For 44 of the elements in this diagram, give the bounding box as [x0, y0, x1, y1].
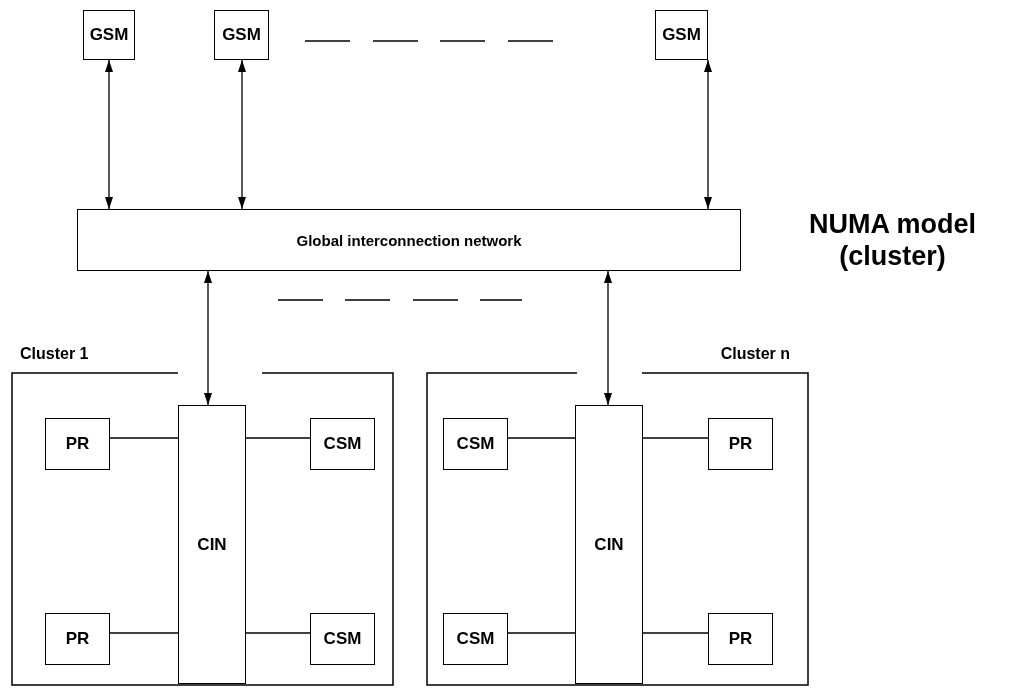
component-box: [214, 10, 269, 60]
component-box: [178, 405, 246, 684]
connector-line: [245, 437, 311, 439]
component-box: [310, 418, 375, 470]
connector-line: [245, 632, 311, 634]
node-label: CSM: [456, 434, 495, 454]
double-arrow: [604, 270, 612, 406]
component-box: [575, 405, 643, 684]
node-label: CSM: [323, 434, 362, 454]
node-label: GSM: [222, 25, 261, 45]
double-arrow: [105, 59, 113, 210]
double-arrow: [704, 59, 712, 210]
component-box: [310, 613, 375, 665]
network-box: [77, 209, 741, 271]
diagram-label: NUMA model (cluster): [808, 208, 977, 273]
node-label: CIN: [197, 534, 227, 555]
component-box: [443, 613, 508, 665]
component-box: [45, 418, 110, 470]
node-label: Global interconnection network: [296, 231, 522, 249]
node-label: CIN: [594, 534, 624, 555]
node-label: PR: [728, 434, 753, 454]
cluster-title: Cluster 1: [20, 345, 89, 363]
component-box: [708, 418, 773, 470]
connector-line: [507, 632, 576, 634]
node-label: PR: [65, 629, 90, 649]
connector-line: [642, 632, 709, 634]
node-label: GSM: [89, 25, 129, 45]
component-box: [443, 418, 508, 470]
component-box: [83, 10, 135, 60]
double-arrow: [204, 270, 212, 406]
node-label: CSM: [323, 629, 362, 649]
component-box: [708, 613, 773, 665]
node-label: PR: [728, 629, 753, 649]
node-label: GSM: [662, 25, 701, 45]
cluster-title: Cluster n: [720, 345, 790, 363]
connector-line: [109, 437, 179, 439]
node-label: PR: [65, 434, 90, 454]
node-label: CSM: [456, 629, 495, 649]
component-box: [45, 613, 110, 665]
connector-line: [507, 437, 576, 439]
connector-line: [109, 632, 179, 634]
component-box: [655, 10, 708, 60]
connector-line: [642, 437, 709, 439]
double-arrow: [238, 59, 246, 210]
